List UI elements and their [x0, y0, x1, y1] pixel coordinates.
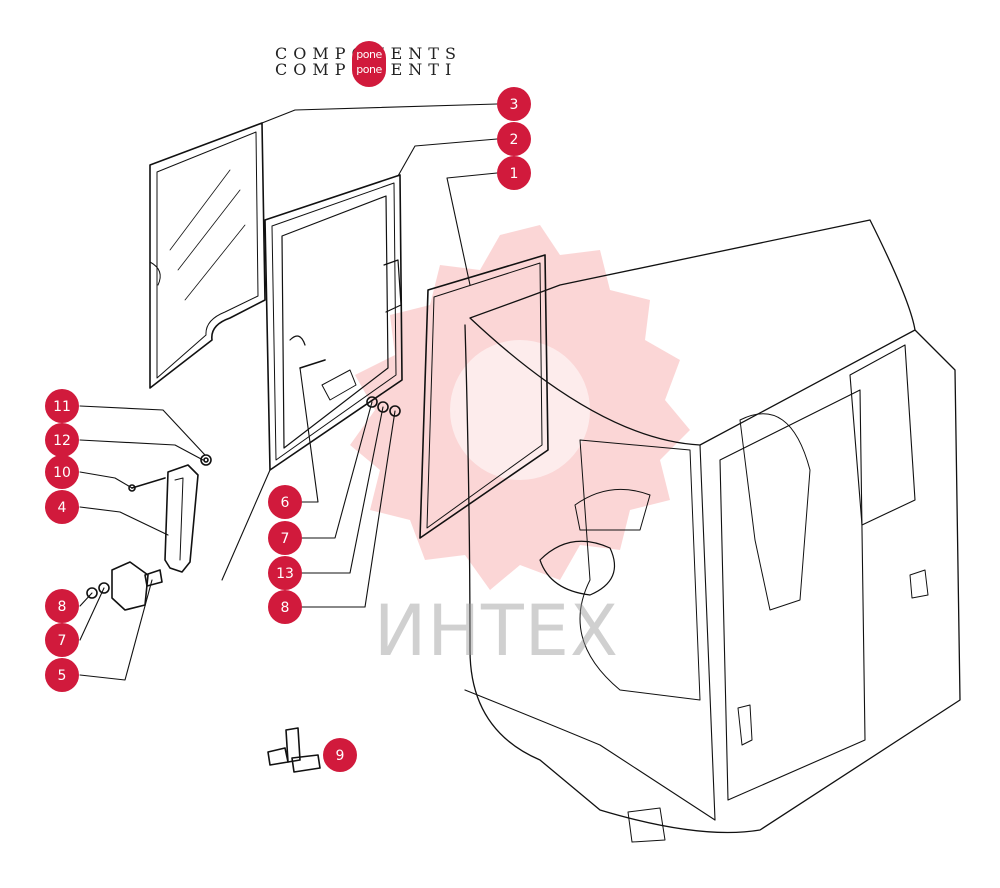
- callout-3: 3: [497, 87, 531, 121]
- callout-label: 12: [53, 433, 71, 449]
- cabin-body: [464, 219, 961, 843]
- callout-label: 13: [276, 566, 294, 582]
- callout-8b: 8: [45, 589, 79, 623]
- callout-label: 7: [281, 531, 290, 547]
- callout-label: 8: [281, 600, 290, 616]
- callout-circle: [268, 485, 302, 519]
- callout-circle: [45, 623, 79, 657]
- callout-label: 6: [281, 495, 290, 511]
- callout-12: 12: [45, 423, 79, 457]
- bolt-part-10: [128, 477, 166, 492]
- callout-label: 11: [53, 399, 71, 415]
- callout-circle: [268, 556, 302, 590]
- callout-circle: [45, 658, 79, 692]
- callout-label: 7: [58, 633, 67, 649]
- callout-label: 10: [53, 465, 71, 481]
- door-seal-part-1: [419, 254, 549, 539]
- callout-label: 2: [510, 132, 519, 148]
- callout-circle: [497, 87, 531, 121]
- callout-label: 5: [58, 668, 67, 684]
- washer-part-12: [200, 454, 212, 466]
- hinge-arm-part-4: [164, 464, 199, 573]
- bolt-part-5: [144, 569, 163, 587]
- door-frame-part-2: [264, 174, 403, 471]
- callout-label: 8: [58, 599, 67, 615]
- nut-part-8-left: [86, 587, 98, 599]
- callout-circle: [268, 590, 302, 624]
- callout-label: 1: [510, 166, 519, 182]
- callout-9: 9: [323, 738, 357, 772]
- callout-circle: [45, 490, 79, 524]
- callout-label: 3: [510, 97, 519, 113]
- watermark-text: ИНТЕХ: [374, 590, 619, 672]
- callout-7a: 7: [268, 521, 302, 555]
- callout-1: 1: [497, 156, 531, 190]
- callout-6: 6: [268, 485, 302, 519]
- latch-part-9: [267, 727, 321, 773]
- nut-part-11: [203, 457, 209, 463]
- callout-circle: [45, 389, 79, 423]
- washer-part-7-left: [98, 582, 110, 594]
- callout-circle: [45, 589, 79, 623]
- header-badge-line-2: pone: [356, 63, 382, 76]
- pin-part-6: [299, 359, 326, 369]
- callout-4: 4: [45, 490, 79, 524]
- callout-2: 2: [497, 122, 531, 156]
- leader-lines: [79, 103, 498, 756]
- callout-circle: [323, 738, 357, 772]
- header-badge-line-1: pone: [356, 48, 382, 61]
- callout-8a: 8: [268, 590, 302, 624]
- washers-right: [366, 396, 401, 417]
- glass-pane-part-3: [149, 122, 266, 389]
- callout-10: 10: [45, 455, 79, 489]
- callout-label: 9: [336, 748, 345, 764]
- callout-circle: [268, 521, 302, 555]
- callout-7b: 7: [45, 623, 79, 657]
- callout-11: 11: [45, 389, 79, 423]
- callout-circle: [497, 122, 531, 156]
- callout-label: 4: [58, 500, 67, 516]
- callout-circle: [45, 455, 79, 489]
- callout-13: 13: [268, 556, 302, 590]
- callout-5: 5: [45, 658, 79, 692]
- callout-circle: [497, 156, 531, 190]
- callout-circle: [45, 423, 79, 457]
- header-badge: pone pone: [352, 41, 386, 87]
